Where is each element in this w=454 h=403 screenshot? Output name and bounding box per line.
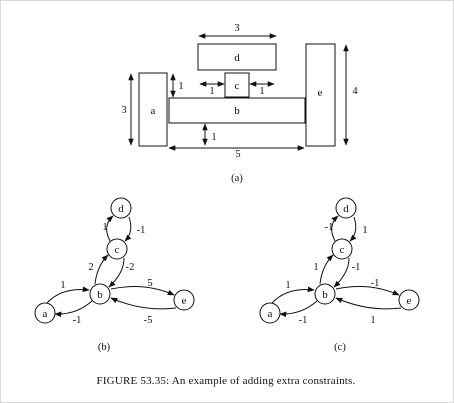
edge-c-c-b-label: -1: [352, 262, 361, 273]
box-d-label: d: [234, 52, 240, 64]
edge-b-b-c-label: 2: [88, 262, 93, 273]
node-c-d-label: d: [343, 203, 349, 215]
edge-b-e-b-label: -5: [144, 315, 153, 326]
dim-gap-d-c-label: 1: [209, 86, 214, 97]
edge-c-a-b: [271, 286, 315, 304]
node-b-a-label: a: [43, 308, 48, 320]
edge-c-e-b: [335, 297, 402, 310]
edge-c-b-c-label: 1: [313, 262, 318, 273]
edge-c-b-a-label: -1: [299, 315, 308, 326]
dim-below-b-label: 1: [211, 132, 216, 143]
edge-c-c-d-label: -1: [325, 222, 334, 233]
node-b-c-label: c: [115, 244, 120, 256]
caption-a: (a): [231, 173, 243, 184]
dim-top-width-label: 3: [234, 23, 239, 34]
panel-c: [259, 197, 420, 324]
edge-b-c-b: [108, 257, 125, 288]
dim-bottom-width-label: 5: [235, 149, 240, 160]
node-c-a-label: a: [268, 308, 273, 320]
edge-b-a-b-label: 1: [60, 280, 65, 291]
edge-b-d-c: [124, 216, 132, 242]
box-b: [168, 97, 306, 124]
edge-b-b-a: [54, 300, 93, 318]
edge-c-c-b: [333, 257, 350, 288]
caption-b: (b): [98, 342, 111, 353]
dim-gap-a-b-label: 1: [178, 81, 183, 92]
edge-b-b-e: [110, 286, 175, 296]
box-b-label: b: [234, 105, 240, 117]
edge-b-c-d-label: 1: [102, 222, 107, 233]
box-a: [138, 72, 168, 147]
caption-c: (c): [334, 342, 346, 353]
node-b-b-label: b: [97, 289, 103, 301]
edge-b-b-a-label: -1: [73, 315, 82, 326]
node-b-c: [106, 238, 128, 260]
figure-caption: FIGURE 53.35: An example of adding extra…: [97, 375, 356, 387]
node-b-d-label: d: [118, 203, 124, 215]
dim-gap-c-right-label: 1: [259, 86, 264, 97]
dim-left-height-label: 3: [121, 105, 126, 116]
node-b-b: [89, 283, 111, 305]
edge-c-a-b-label: 1: [285, 280, 290, 291]
edge-c-b-e-label: -1: [371, 278, 380, 289]
node-c-e: [398, 289, 420, 311]
node-c-b-label: b: [322, 289, 328, 301]
node-b-e-label: e: [182, 295, 187, 307]
box-a-label: a: [151, 105, 156, 117]
node-b-d: [110, 197, 132, 219]
node-c-c-label: c: [340, 244, 345, 256]
panel-a: [128, 33, 349, 151]
edge-b-c-d: [106, 215, 114, 242]
edge-b-e-b: [110, 297, 177, 310]
box-e-label: e: [318, 87, 323, 99]
edge-c-b-e: [335, 286, 400, 296]
box-e: [305, 43, 336, 147]
node-b-e: [173, 289, 195, 311]
edge-c-b-a: [279, 300, 318, 318]
edge-b-d-c-label: -1: [137, 225, 146, 236]
dim-e-height-label: 4: [352, 86, 358, 97]
edge-b-a-b: [46, 286, 90, 304]
edge-b-b-c: [94, 254, 109, 285]
node-c-c: [331, 238, 353, 260]
node-c-b: [314, 283, 336, 305]
edge-c-b-c: [319, 254, 334, 285]
panel-b: [34, 197, 195, 324]
edge-c-d-c: [349, 216, 357, 242]
node-c-d: [335, 197, 357, 219]
edge-b-b-e-label: 5: [147, 278, 152, 289]
box-d: [197, 43, 277, 71]
node-c-e-label: e: [407, 295, 412, 307]
box-c: [224, 72, 250, 98]
box-c-label: c: [235, 80, 240, 92]
edge-b-c-b-label: -2: [126, 262, 135, 273]
edge-c-e-b-label: 1: [370, 315, 375, 326]
edge-c-c-d: [331, 215, 339, 242]
edge-c-d-c-label: 1: [362, 225, 367, 236]
